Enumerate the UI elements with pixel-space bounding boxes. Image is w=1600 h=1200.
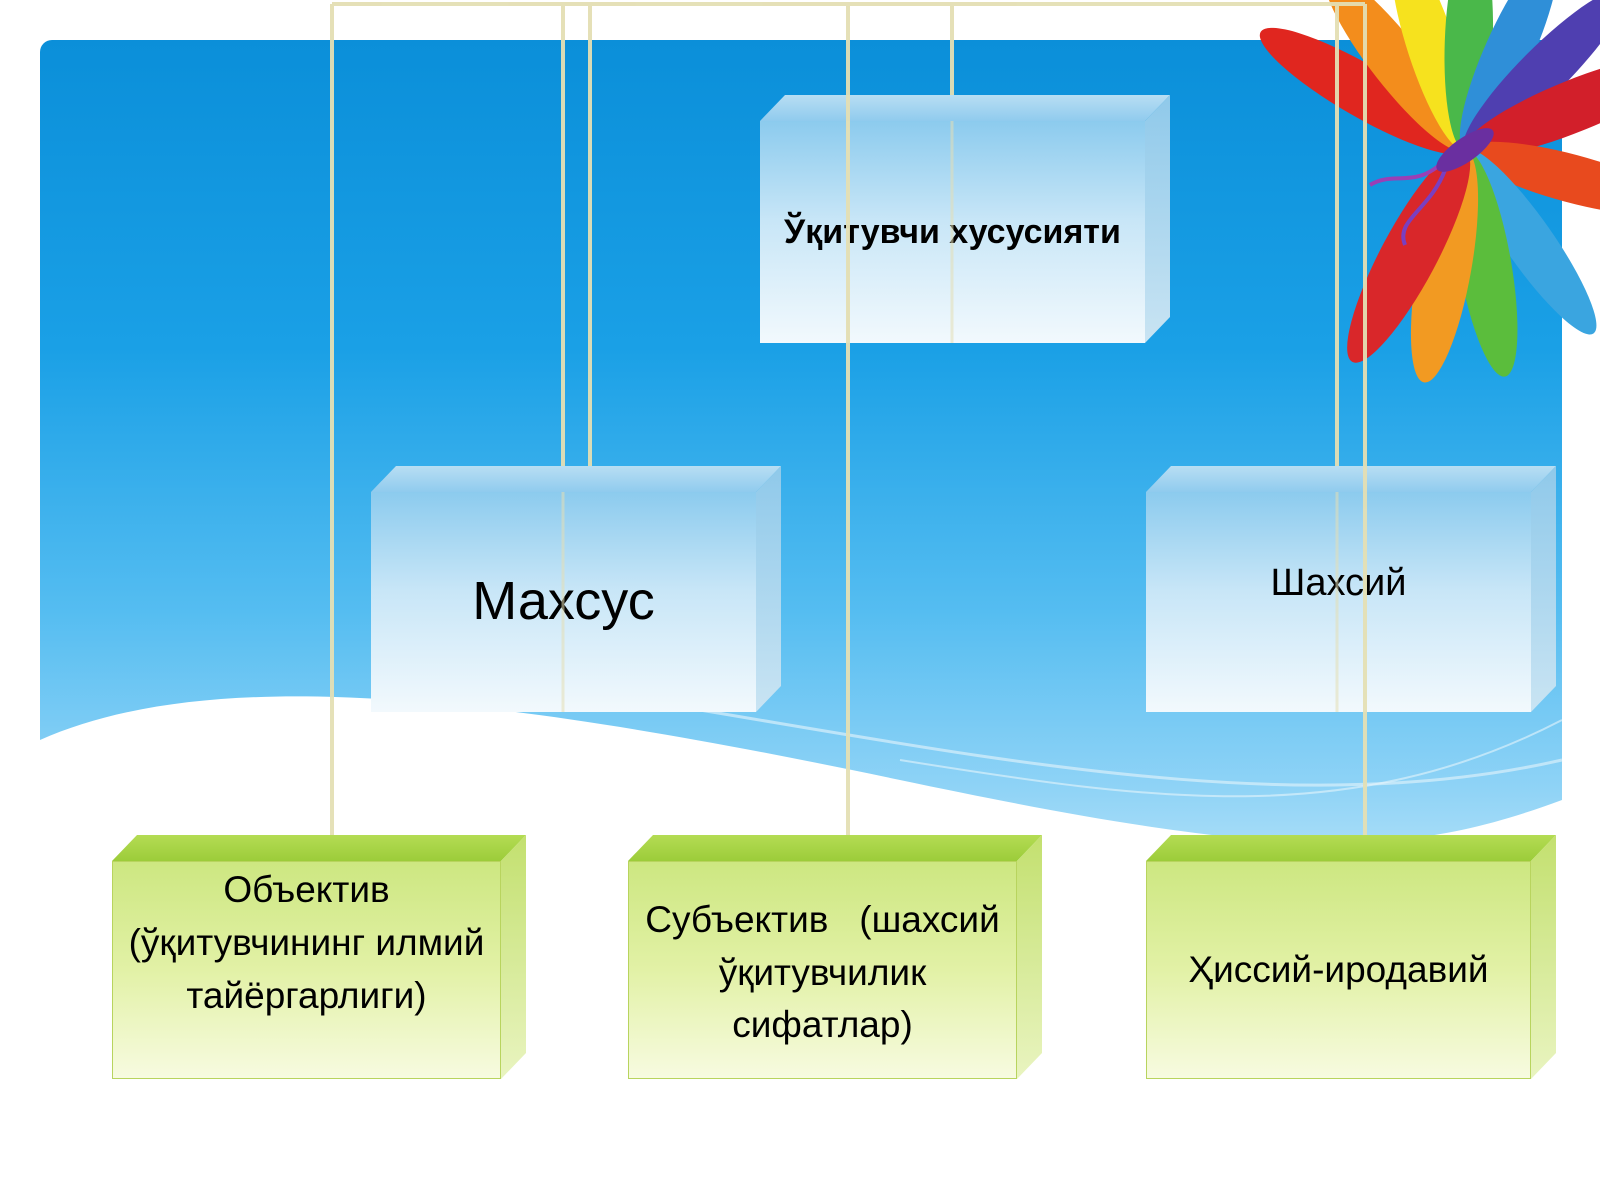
maxsus-box-label: Махсус [472, 571, 655, 632]
subyektiv-box-label: Субъектив (шахсий ўқитувчилик сифатлар) [645, 898, 1011, 1046]
shaxsiy-box-side [1531, 466, 1556, 712]
root-box-label: Ўқитувчи хусусияти [784, 212, 1121, 251]
subyektiv-box-side [1017, 835, 1042, 1079]
hissiy-box-side [1531, 835, 1556, 1079]
hissiy-box-label: Ҳиссий-иродавий [1188, 948, 1489, 990]
maxsus-box-side [756, 466, 781, 712]
subyektiv-box-top [628, 835, 1042, 861]
obyektiv-box-top [112, 835, 526, 861]
maxsus-box-top [371, 466, 781, 492]
light-wave-line-2 [899, 719, 1563, 798]
obyektiv-box-side [501, 835, 526, 1079]
shaxsiy-box: Шахсий [1146, 492, 1531, 712]
obyektiv-box-label: Объектив (ўқитувчининг илмий тайёргарлиг… [128, 869, 485, 1016]
light-wave-line [699, 708, 1563, 787]
shaxsiy-box-top [1146, 466, 1556, 492]
obyektiv-box: Объектив (ўқитувчининг илмий тайёргарлиг… [112, 861, 501, 1079]
root-box: Ўқитувчи хусусияти [760, 121, 1145, 343]
maxsus-box: Махсус [371, 492, 756, 712]
root-box-side [1145, 95, 1170, 343]
subyektiv-box: Субъектив (шахсий ўқитувчилик сифатлар) [628, 861, 1017, 1079]
hissiy-box: Ҳиссий-иродавий [1146, 861, 1531, 1079]
shaxsiy-box-label: Шахсий [1270, 562, 1407, 604]
hissiy-box-top [1146, 835, 1556, 861]
root-box-top [760, 95, 1170, 121]
